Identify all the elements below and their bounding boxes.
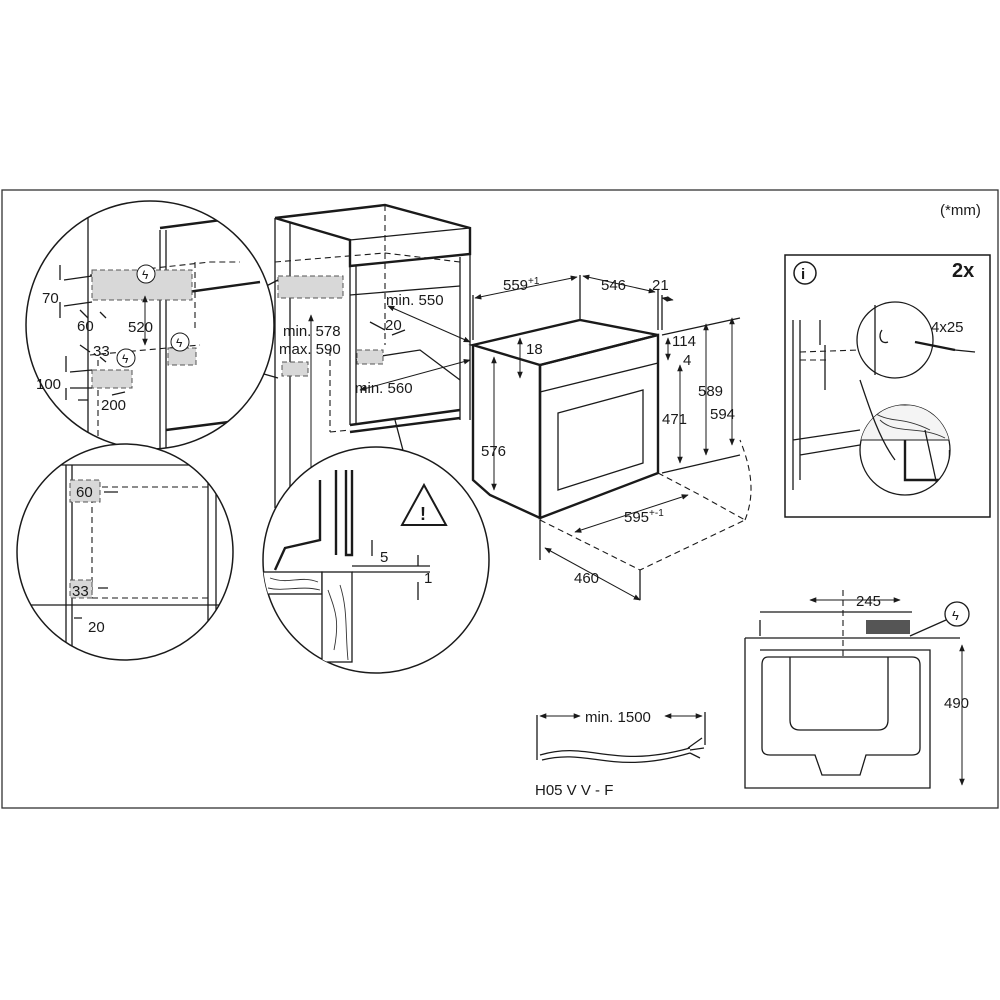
dim-200: 200: [101, 397, 126, 414]
svg-text:i: i: [801, 266, 805, 283]
cable-drawing: min. 1500 H05 V V - F: [535, 709, 706, 799]
dim-20: 20: [385, 317, 402, 334]
svg-text:ϟ: ϟ: [122, 352, 129, 366]
diagram-frame: [1, 189, 999, 809]
fixing-panel: i 2x 4x25: [784, 254, 991, 518]
dim-114: 114: [672, 333, 696, 350]
dim-559: 559+1: [503, 276, 540, 294]
dim-490: 490: [944, 695, 969, 712]
cable-length: min. 1500: [585, 709, 651, 726]
dim-520: 520: [128, 319, 153, 336]
dim-4: 4: [683, 352, 691, 369]
dim-70: 70: [42, 290, 59, 307]
gap-detail-circle: ! 5 1: [262, 446, 490, 674]
dim-471: 471: [662, 411, 687, 428]
svg-text:ϟ: ϟ: [176, 336, 183, 350]
svg-text:ϟ: ϟ: [952, 608, 959, 623]
dim-21: 21: [652, 277, 669, 294]
dim-100: 100: [36, 376, 61, 393]
dim-5: 5: [380, 549, 388, 566]
dim-594: 594: [710, 406, 735, 423]
niche-detail-circle: ϟ ϟ ϟ 70 60 520 33 100 200: [25, 200, 275, 450]
dim-1: 1: [424, 570, 432, 587]
dim-245: 245: [856, 593, 881, 610]
dim-18: 18: [526, 341, 543, 358]
dim-min-550: min. 550: [386, 292, 444, 309]
info-icon: [793, 261, 817, 285]
front-view-drawing: ϟ 245 490: [744, 590, 970, 789]
electric-hazard-icon: [944, 601, 970, 627]
dim-max-590: max. 590: [279, 341, 341, 358]
dim-min-578: min. 578: [283, 323, 341, 340]
side-detail-circle: 60 33 20: [16, 443, 234, 661]
dim-60: 60: [77, 318, 94, 335]
cabinet-drawing: min. 550 min. 578 max. 590 20 min. 560: [234, 203, 472, 508]
dim-33-side: 33: [72, 583, 89, 600]
dim-60-side: 60: [76, 484, 93, 501]
dim-33: 33: [93, 343, 110, 360]
svg-text:ϟ: ϟ: [142, 268, 149, 282]
screw-size: 4x25: [931, 319, 964, 336]
quantity-label: 2x: [952, 260, 974, 282]
cable-type: H05 V V - F: [535, 782, 613, 799]
unit-note: (*mm): [940, 202, 981, 219]
dim-595: 595+-1: [624, 508, 664, 526]
dim-546: 546: [601, 277, 626, 294]
dim-20-side: 20: [88, 619, 105, 636]
dim-460: 460: [574, 570, 599, 587]
dim-576: 576: [481, 443, 506, 460]
svg-text:!: !: [420, 504, 426, 524]
oven-drawing: 559+1 546 21 18 114 4 589 594 471 576 59…: [468, 274, 752, 601]
dim-min-560: min. 560: [355, 380, 413, 397]
dim-589: 589: [698, 383, 723, 400]
